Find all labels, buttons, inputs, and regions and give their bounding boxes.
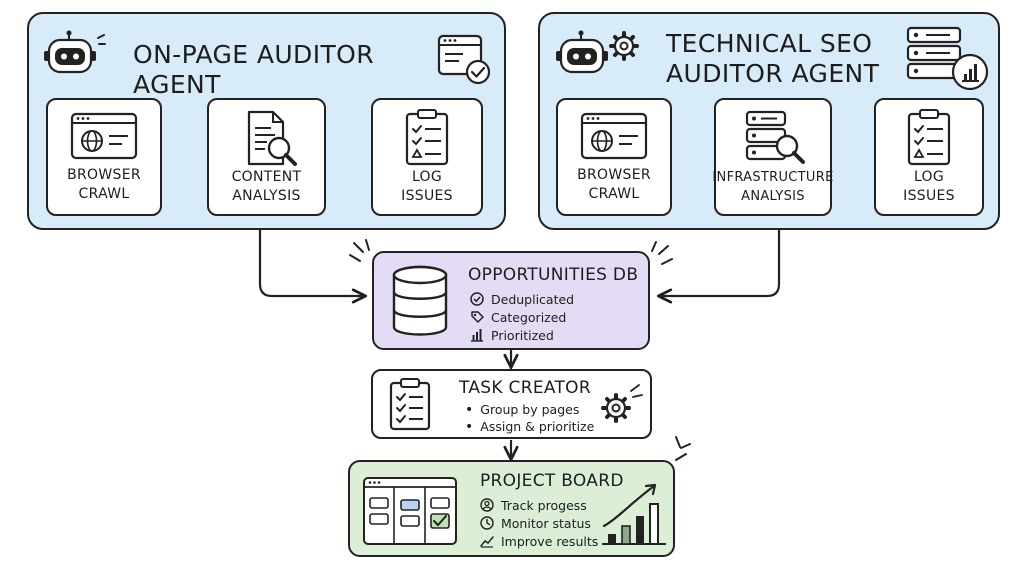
technical-agent-title-line1: TECHNICAL SEO (666, 29, 873, 58)
list-item: •Assign & prioritize (465, 418, 595, 435)
arrow-onpage-to-db (258, 230, 364, 296)
server-chart-icon (906, 26, 989, 91)
task-creator-box: TASK CREATOR •Group by pages •Assign & p… (371, 369, 652, 439)
clipboard-checklist-icon (405, 109, 449, 166)
browser-check-icon (437, 34, 491, 85)
robot-gear-icon (556, 30, 639, 74)
kanban-board-icon (363, 477, 457, 545)
tag-icon (471, 311, 484, 323)
list-item: Prioritized (470, 326, 574, 344)
opportunities-list: Deduplicated Categorized Prioritized (470, 290, 574, 344)
spark-marks (349, 239, 691, 461)
technical-agent-title: TECHNICAL SEO AUDITOR AGENT (666, 29, 886, 89)
list-item: •Group by pages (465, 401, 580, 418)
server-magnifier-icon (745, 110, 805, 164)
browser-globe-icon (70, 112, 138, 160)
list-item: Monitor status (480, 514, 598, 532)
gear-icon (601, 393, 631, 423)
opportunities-db-title: OPPORTUNITIES DB (468, 265, 639, 285)
technical-agent-title-line2: AUDITOR AGENT (666, 59, 880, 88)
arrow-technical-to-db (660, 230, 781, 296)
growth-chart-icon (602, 483, 666, 545)
on-page-agent-title: ON-PAGE AUDITOR AGENT (133, 40, 374, 99)
opportunities-db-box: OPPORTUNITIES DB Deduplicated Categorize… (372, 251, 650, 350)
task-creator-list: •Group by pages •Assign & prioritize (465, 401, 594, 435)
clock-icon (480, 516, 494, 530)
user-circle-icon (480, 498, 494, 512)
list-item: Improve results (480, 532, 598, 550)
trend-line-icon (480, 536, 494, 548)
spark-marks (630, 384, 643, 398)
database-icon (392, 265, 448, 336)
project-board-list: Track progess Monitor status Improve res… (480, 496, 598, 550)
bar-chart-icon (471, 329, 483, 342)
robot-icon (44, 30, 106, 74)
check-circle-icon (470, 292, 484, 306)
task-creator-title: TASK CREATOR (459, 378, 591, 398)
document-magnifier-icon (247, 110, 297, 166)
project-board-title: PROJECT BOARD (480, 471, 624, 491)
list-item: Track progess (480, 496, 598, 514)
browser-globe-icon (580, 112, 648, 160)
list-item: Deduplicated (470, 290, 574, 308)
clipboard-checklist-icon (907, 109, 951, 166)
list-item: Categorized (470, 308, 574, 326)
project-board-box: PROJECT BOARD Track progess Monitor stat… (348, 460, 675, 557)
clipboard-checklist-icon (389, 378, 431, 431)
